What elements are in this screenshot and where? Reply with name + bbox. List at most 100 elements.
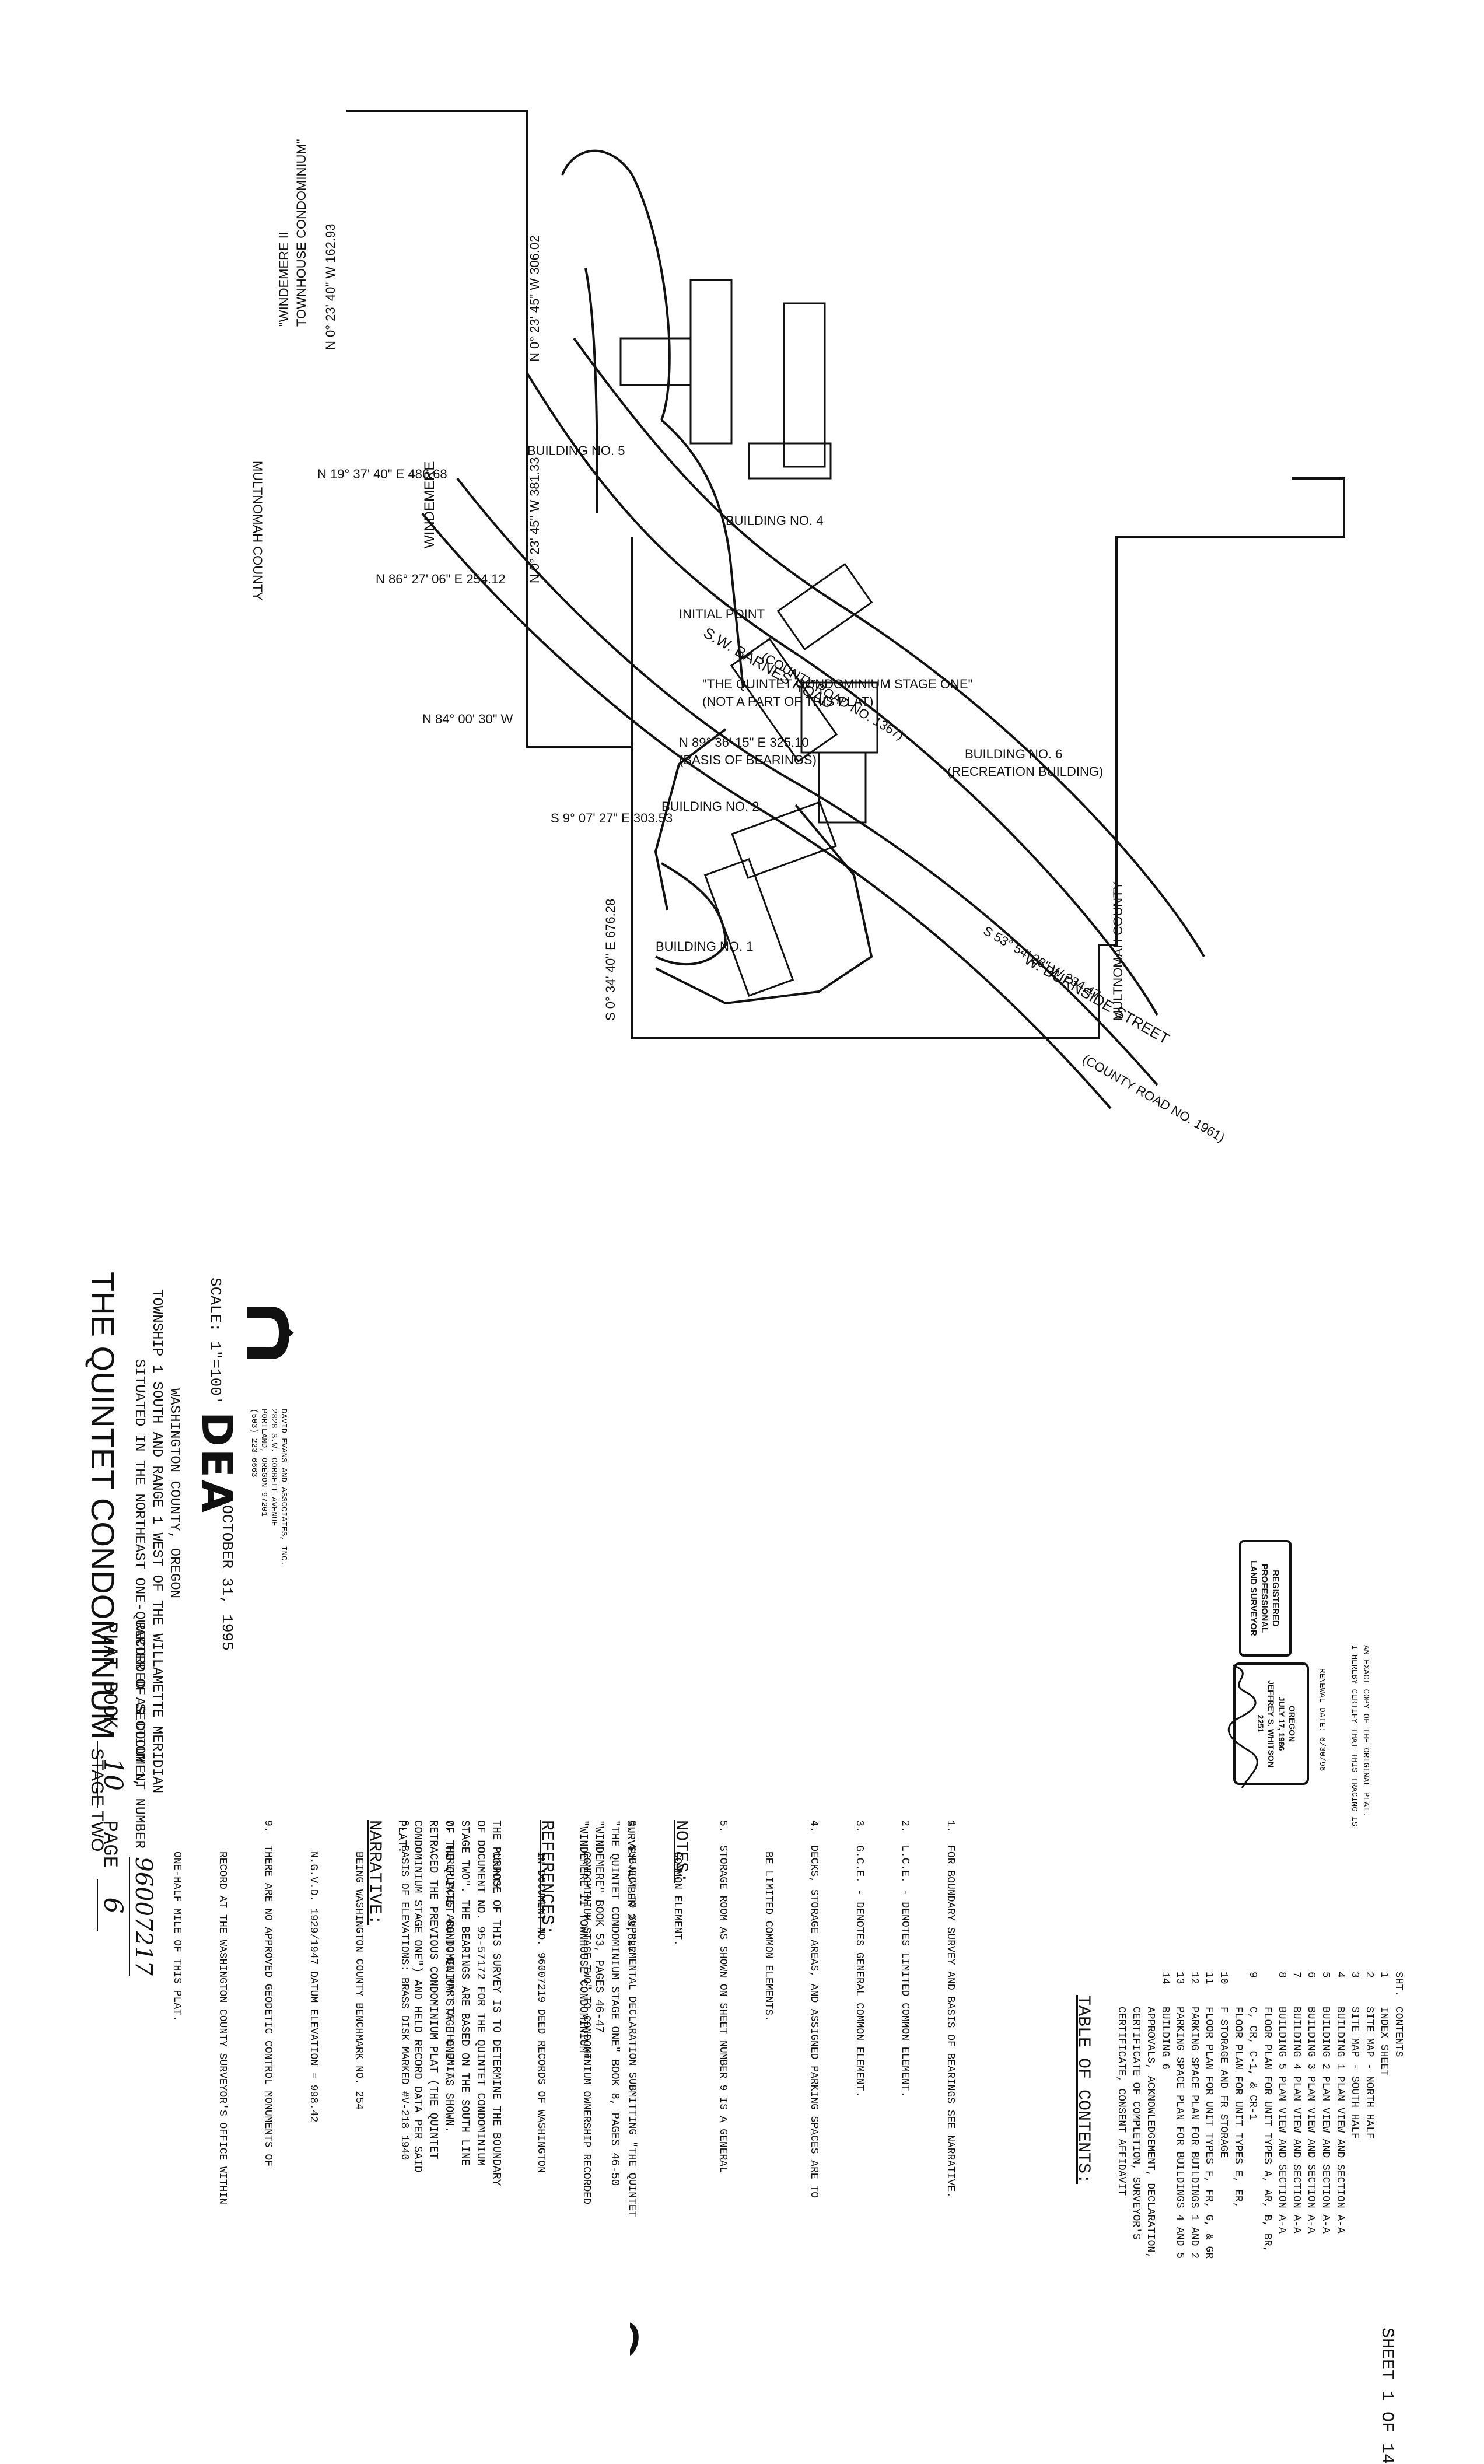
note-line: 2. L.C.E. - DENOTES LIMITED COMMON ELEME… <box>899 1820 911 2098</box>
building-4-road <box>584 268 598 514</box>
label-bldg4: BUILDING NO. 4 <box>726 513 823 528</box>
building-1-footprint <box>704 858 794 997</box>
toc-row: 3SITE MAP - SOUTH HALF <box>1347 1972 1362 2259</box>
north-arrow-icon <box>247 1307 294 1359</box>
building-4-footprint-b <box>748 442 832 480</box>
toc-sheet-number: 13 <box>1174 1972 1185 1985</box>
stamp-line: LAND SURVEYOR <box>1248 1560 1258 1636</box>
toc-contents: PARKING SPACE PLAN FOR BUILDINGS 1 AND 2 <box>1188 2007 1200 2259</box>
certify-line-2: AN EXACT COPY OF THE ORIGINAL PLAT. <box>1361 1645 1370 1817</box>
scale-label: SCALE: 1"=100' <box>206 1278 224 1405</box>
driveway-1 <box>655 804 873 1005</box>
stage-label: STAGE TWO <box>88 1748 107 1852</box>
note-line: BE LIMITED COMMON ELEMENTS. <box>762 1820 774 2022</box>
label-bldg2: BUILDING NO. 2 <box>662 799 759 814</box>
toc-row: 10 F STORAGE AND FR STORAGE <box>1216 1972 1230 2259</box>
toc-contents: F STORAGE AND FR STORAGE <box>1217 2007 1229 2158</box>
toc-row: 12PARKING SPACE PLAN FOR BUILDINGS 1 AND… <box>1186 1972 1201 2259</box>
toc-row: FLOOR PLAN FOR UNIT TYPES A, AR, B, BR, <box>1259 1972 1274 2259</box>
label-bldg6b: (RECREATION BUILDING) <box>947 764 1103 779</box>
date-label: OCTOBER 31, 1995 <box>218 1505 236 1651</box>
surveyor-stamp: REGISTERED PROFESSIONAL LAND SURVEYOR <box>1239 1540 1292 1657</box>
location-line-3: WASHINGTON COUNTY, OREGON <box>166 1388 182 1599</box>
building-5-road <box>561 149 671 421</box>
toc-row: 2SITE MAP - NORTH HALF <box>1362 1972 1376 2259</box>
note-line: 8. BASIS OF ELEVATIONS: BRASS DISK MARKE… <box>398 1820 410 2161</box>
seal-line: JULY 17, 1986 <box>1277 1696 1286 1751</box>
driveway-2 <box>654 728 727 911</box>
toc-sheet-number: 12 <box>1188 1972 1200 1985</box>
handwritten-note: Out of (2),(8),(9) 1AA,151 <box>630 2309 642 2372</box>
toc-contents: APPROVALS, ACKNOWLEDGEMENT, DECLARATION, <box>1144 2007 1156 2259</box>
firm-line: 2828 S.W. CORBETT AVENUE <box>269 1409 278 1527</box>
toc-row: FLOOR PLAN FOR UNIT TYPES E, ER, <box>1230 1972 1245 2259</box>
toc-heading: TABLE OF CONTENTS: <box>1073 1995 1093 2185</box>
note-line: 5. STORAGE ROOM AS SHOWN ON SHEET NUMBER… <box>717 1820 729 2173</box>
building-5-footprint <box>690 279 733 444</box>
label-multnomah-top: MULTNOMAH COUNTY <box>1111 881 1125 1021</box>
toc-sheet-number: 6 <box>1305 1972 1317 1978</box>
toc-row: 9C, CR, C-1, & CR-1 <box>1245 1972 1259 2259</box>
note-line: IN DOCUMENT NO. 96007219 DEED RECORDS OF… <box>535 1820 547 2173</box>
toc-sheet-number: 2 <box>1363 1972 1375 1978</box>
burnside-road <box>456 477 1158 1086</box>
label-south-brg2: N 84° 00' 30" W <box>422 712 513 726</box>
toc-sheet-number: 11 <box>1203 1972 1214 1985</box>
building-1-footprint-b <box>731 801 837 879</box>
site-map: MULTNOMAH COUNTY MULTNOMAH COUNTY S 0° 3… <box>250 110 1345 1145</box>
toc-sheet-number: 5 <box>1320 1972 1331 1978</box>
firm-address: DAVID EVANS AND ASSOCIATES, INC. 2828 S.… <box>249 1409 288 1566</box>
toc-sheet-number: 10 <box>1217 1972 1229 1985</box>
note-line: COMMON ELEMENT. <box>671 1820 683 1947</box>
firm-line: DAVID EVANS AND ASSOCIATES, INC. <box>279 1409 288 1566</box>
toc-contents: BUILDING 5 PLAN VIEW AND SECTION A-A <box>1276 2007 1287 2234</box>
driveway-5 <box>660 419 744 689</box>
toc-row: 4BUILDING 1 PLAN VIEW AND SECTION A-A <box>1332 1972 1347 2259</box>
toc-row: 8BUILDING 5 PLAN VIEW AND SECTION A-A <box>1274 1972 1289 2259</box>
seal-line: OREGON <box>1287 1705 1297 1742</box>
firm-line: (503) 223-6663 <box>249 1409 258 1478</box>
toc-row: 11FLOOR PLAN FOR UNIT TYPES F, FR, G, & … <box>1201 1972 1216 2259</box>
toc-sheet-number: 9 <box>1247 1972 1258 1978</box>
note-line: N.G.V.D. 1929/1947 DATUM ELEVATION = 998… <box>307 1820 319 2123</box>
title-line: THE QUINTET CONDOMINIUM STAGE TWO <box>84 1272 122 1852</box>
label-west-brg3: N 0° 23' 40" W 162.93 <box>323 224 338 351</box>
toc-row: 6BUILDING 3 PLAN VIEW AND SECTION A-A <box>1303 1972 1318 2259</box>
label-brg-f: N 89° 36' 15" E 325.10 <box>679 735 809 750</box>
label-windemere: WINDEMERE <box>422 461 438 548</box>
label-stage-one-1: "THE QUINTET CONDOMINIUM STAGE ONE" <box>702 677 972 691</box>
building-6-footprint-b <box>818 751 867 824</box>
label-south-brg1: N 86° 27' 06" E 254.12 <box>376 572 506 586</box>
note-line: 3. G.C.E. - DENOTES GENERAL COMMON ELEME… <box>853 1820 865 2098</box>
location-line-1: SITUATED IN THE NORTHEAST ONE-QUARTER OF… <box>131 1359 147 1788</box>
toc-row: 5BUILDING 2 PLAN VIEW AND SECTION A-A <box>1318 1972 1332 2259</box>
label-west-line: N 19° 37' 40" E 486.68 <box>317 467 447 481</box>
boundary-line <box>346 110 1345 1040</box>
note-line: BEING WASHINGTON COUNTY BENCHMARK NO. 25… <box>353 1820 365 2110</box>
building-2-footprint <box>730 638 838 762</box>
toc-contents: PARKING SPACE PLAN FOR BUILDINGS 4 AND 5 <box>1174 2007 1185 2259</box>
firm-line: PORTLAND, OREGON 97201 <box>259 1409 268 1517</box>
toc-row: CERTIFICATE OF COMPLETION, SURVEYOR'S <box>1128 1972 1143 2259</box>
toc-contents: CERTIFICATE OF COMPLETION, SURVEYOR'S <box>1130 2007 1142 2240</box>
label-north-line: S 0° 34' 40" E 676.28 <box>603 899 618 1021</box>
note-line: CONDOMINIUM STAGE TWO" TO CONDOMINIUM OW… <box>580 1820 592 2204</box>
toc-contents: FLOOR PLAN FOR UNIT TYPES E, ER, <box>1232 2007 1244 2208</box>
note-line: 9. THERE ARE NO APPROVED GEODETIC CONTRO… <box>262 1820 274 2167</box>
toc-col-contents: CONTENTS <box>1392 2007 1404 2057</box>
toc-sheet-number: 3 <box>1349 1972 1360 1978</box>
toc-contents: FLOOR PLAN FOR UNIT TYPES F, FR, G, & GR <box>1203 2007 1214 2259</box>
toc-contents: BUILDING 1 PLAN VIEW AND SECTION A-A <box>1334 2007 1346 2234</box>
certify-line-1: I HEREBY CERTIFY THAT THIS TRACING IS <box>1349 1645 1359 1826</box>
toc-col-sht: SHT. <box>1392 1972 1404 1997</box>
label-west-brg2: N 0° 23' 45" W 381.33 <box>527 457 542 584</box>
toc-contents: SITE MAP - NORTH HALF <box>1363 2007 1375 2139</box>
stamp-line: REGISTERED <box>1270 1570 1280 1627</box>
building-4-footprint <box>783 302 826 468</box>
toc-contents: INDEX SHEET <box>1378 2007 1390 2076</box>
barnes-road <box>526 372 1158 1016</box>
toc-contents: BUILDING 2 PLAN VIEW AND SECTION A-A <box>1320 2007 1331 2234</box>
note-line: 1. FOR BOUNDARY SURVEY AND BASIS OF BEAR… <box>944 1820 956 2199</box>
